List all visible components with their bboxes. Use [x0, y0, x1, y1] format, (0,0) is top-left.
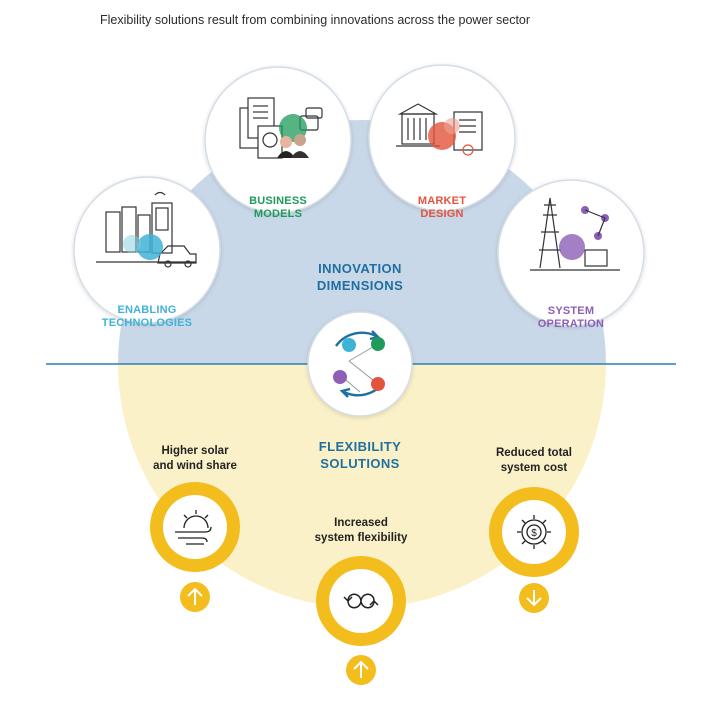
cost-line1: Reduced total	[495, 447, 573, 459]
system-operation-node	[497, 179, 645, 327]
outcome-flexibility-node	[316, 556, 406, 685]
solar-line2: and wind share	[153, 460, 237, 472]
cost-line2: system cost	[500, 462, 568, 474]
system-operation-label: SYSTEM OPERATION	[521, 305, 621, 331]
market-line1: MARKET	[417, 195, 467, 207]
solar-line1: Higher solar	[161, 445, 229, 457]
page-title: Flexibility solutions result from combin…	[100, 13, 531, 27]
business-line2: MODELS	[253, 208, 303, 220]
innovation-line1: INNOVATION	[318, 261, 402, 276]
flex-line2: system flexibility	[314, 532, 408, 544]
enabling-line1: ENABLING	[117, 304, 177, 316]
enabling-technologies-node	[73, 176, 221, 324]
arrow-up-icon	[187, 587, 203, 605]
outcome-cost-label: Reduced total system cost	[474, 446, 594, 476]
innovation-dimensions-label: INNOVATION DIMENSIONS	[295, 260, 425, 294]
flexibility-line1: FLEXIBILITY	[318, 439, 402, 454]
svg-text:$: $	[531, 528, 537, 539]
cycle-icon	[333, 330, 385, 398]
business-line1: BUSINESS	[249, 195, 307, 207]
system-line2: OPERATION	[537, 318, 605, 330]
business-models-node	[204, 66, 352, 214]
arrow-down-icon	[526, 590, 542, 607]
outcome-cost-node: $	[489, 487, 579, 613]
outcome-solar-node	[150, 482, 240, 612]
system-line1: SYSTEM	[547, 305, 595, 317]
innovation-line2: DIMENSIONS	[316, 278, 404, 293]
enabling-technologies-label: ENABLING TECHNOLOGIES	[92, 304, 202, 330]
gear-dollar-icon: $	[517, 515, 551, 549]
outcome-flexibility-label: Increased system flexibility	[296, 516, 426, 546]
flex-line1: Increased	[334, 517, 388, 529]
business-models-label: BUSINESS MODELS	[228, 195, 328, 221]
arrow-up-icon	[353, 660, 369, 678]
flexibility-area	[118, 364, 606, 608]
enabling-line2: TECHNOLOGIES	[101, 317, 193, 329]
market-design-node	[368, 64, 516, 212]
market-line2: DESIGN	[420, 208, 464, 220]
flexibility-solutions-label: FLEXIBILITY SOLUTIONS	[295, 438, 425, 472]
cycle-node	[307, 311, 413, 417]
market-design-label: MARKET DESIGN	[392, 195, 492, 221]
outcome-solar-label: Higher solar and wind share	[135, 444, 255, 474]
flexibility-line2: SOLUTIONS	[320, 456, 400, 471]
building-documents-icon	[396, 103, 483, 156]
pylon-network-icon	[530, 197, 620, 271]
infinity-arrows-icon	[343, 593, 379, 609]
sun-wind-icon	[175, 510, 212, 545]
